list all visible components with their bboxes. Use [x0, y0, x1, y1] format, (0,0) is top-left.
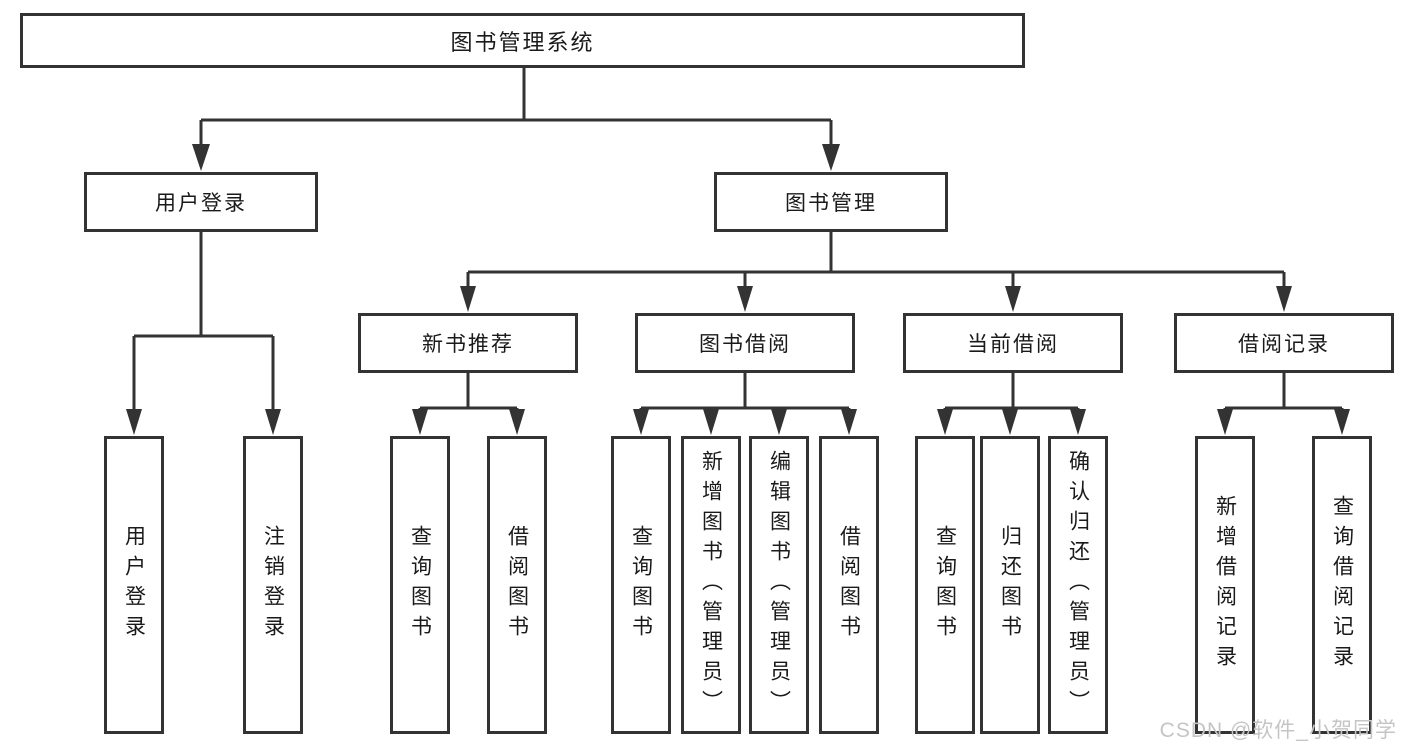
leaf-rcd-add-record: 新增借阅记录 — [1195, 436, 1255, 734]
leaf-cur-return-book: 归还图书 — [980, 436, 1040, 734]
connector-book-borrow — [633, 373, 857, 435]
connector-book-mgmt — [460, 232, 1292, 312]
leaf-rcd-query-record: 查询借阅记录 — [1312, 436, 1372, 734]
leaf-user-login: 用户登录 — [104, 436, 164, 734]
connector-new-book-rec — [412, 373, 525, 435]
connector-borrow-record — [1217, 373, 1350, 435]
node-current-borrow: 当前借阅 — [903, 313, 1123, 373]
node-new-book-rec: 新书推荐 — [358, 313, 578, 373]
node-book-borrow: 图书借阅 — [635, 313, 855, 373]
node-book-mgmt-group: 图书管理 — [714, 172, 948, 232]
leaf-logout: 注销登录 — [243, 436, 303, 734]
leaf-bor-borrow-book: 借阅图书 — [819, 436, 879, 734]
connector-current-borrow — [937, 373, 1086, 435]
node-borrow-record: 借阅记录 — [1174, 313, 1394, 373]
node-user-login-group: 用户登录 — [84, 172, 318, 232]
node-root-system: 图书管理系统 — [20, 13, 1025, 68]
leaf-rec-borrow-book: 借阅图书 — [487, 436, 547, 734]
leaf-rec-query-book: 查询图书 — [390, 436, 450, 734]
leaf-bor-edit-book-admin: 编辑图书（管理员） — [749, 436, 809, 734]
leaf-cur-query-book: 查询图书 — [915, 436, 975, 734]
connector-user-login — [126, 232, 281, 435]
csdn-watermark: CSDN @软件_小贺同学 — [1159, 719, 1397, 742]
leaf-cur-confirm-return-admin: 确认归还（管理员） — [1048, 436, 1108, 734]
leaf-bor-add-book-admin: 新增图书（管理员） — [681, 436, 741, 734]
leaf-bor-query-book: 查询图书 — [611, 436, 671, 734]
connector-root — [192, 68, 840, 171]
